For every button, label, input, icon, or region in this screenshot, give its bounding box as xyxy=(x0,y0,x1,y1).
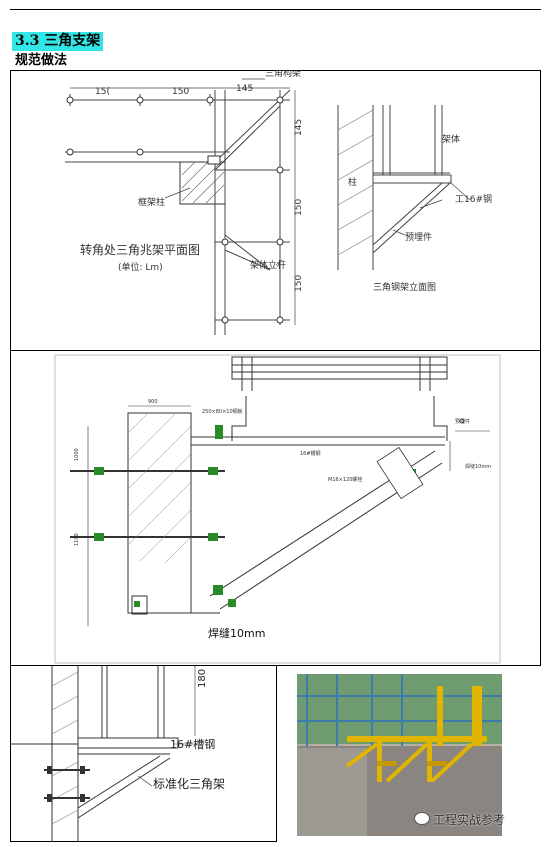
dim-900: 900 xyxy=(148,399,158,405)
triangle-bracket-plan-drawing: 15( 150 145 三角构架 145 150 150 框架柱 架体立杆 转角… xyxy=(65,70,492,335)
elevation-drawing-title: 三角钢架立面图 xyxy=(373,281,436,293)
figure-row-1: 15( 150 145 三角构架 145 150 150 框架柱 架体立杆 转角… xyxy=(10,70,541,351)
dim-1100: 1100 xyxy=(74,533,80,546)
dim-150-second: 150 xyxy=(172,87,189,97)
dim-180: 180 xyxy=(197,669,208,688)
dim-150-first: 15( xyxy=(95,87,110,97)
site-photo xyxy=(277,666,541,842)
standard-bracket-drawing: 180 16#槽钢 标准化三角架 xyxy=(10,666,225,842)
plan-drawing-title: 转角处三角兆架平面图 xyxy=(80,242,200,257)
label-elevation-frame: 架体 xyxy=(442,133,460,145)
label-triangle-frame: 三角构架 xyxy=(265,70,301,79)
dim-145-side: 145 xyxy=(294,119,304,136)
note-bolt-m16: M16×120螺栓 xyxy=(328,476,362,483)
note-steel-plate: 250×80×10钢板 xyxy=(202,408,243,415)
top-rule xyxy=(10,9,541,10)
label-i16-steel: 工16#钢 xyxy=(455,193,492,205)
note-channel-16: 16#槽钢 xyxy=(300,450,321,457)
figure-row-2: 900 1000 1100 250×80×10钢板 16#槽钢 M16×120螺… xyxy=(10,351,541,666)
dim-150-low: 150 xyxy=(294,275,304,292)
wechat-icon xyxy=(414,812,430,825)
note-weld-right: 焊缝10mm xyxy=(465,463,491,470)
figure-row-3-left: 180 16#槽钢 标准化三角架 xyxy=(10,666,277,842)
dim-150-side: 150 xyxy=(294,199,304,216)
label-channel-16: 16#槽钢 xyxy=(170,738,215,751)
watermark-text: 工程实战参考 xyxy=(433,813,506,827)
weld-10mm-label: 焊缝10mm xyxy=(208,626,265,640)
figure-table xyxy=(10,70,541,842)
label-embedded-part: 预埋件 xyxy=(405,231,432,243)
label-frame-pole: 架体立杆 xyxy=(250,259,286,271)
section-heading: 3.3 三角支架 xyxy=(12,32,104,51)
plan-drawing-unit: (单位: Lm) xyxy=(118,261,163,273)
label-frame-column: 框架柱 xyxy=(138,196,165,208)
label-elevation-column: 柱 xyxy=(348,176,357,188)
label-standard-bracket: 标准化三角架 xyxy=(153,777,225,791)
section-subheading: 规范做法 xyxy=(15,53,68,68)
note-embedded: 预埋件 xyxy=(455,418,470,425)
dim-1000: 1000 xyxy=(74,448,80,461)
triangle-bracket-detail-drawing: 900 1000 1100 250×80×10钢板 16#槽钢 M16×120螺… xyxy=(54,354,501,664)
figure-row-3-right xyxy=(277,666,541,842)
dim-145-top: 145 xyxy=(236,84,253,94)
